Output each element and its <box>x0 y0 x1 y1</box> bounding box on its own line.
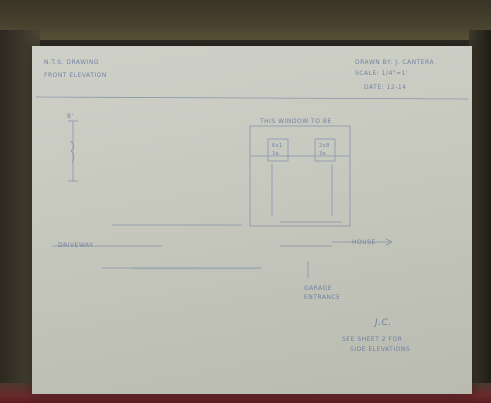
pane-left <box>267 138 289 162</box>
mid-note-2: ENTRANCE <box>304 294 341 301</box>
pane-right-label: 2x8 <box>319 143 330 149</box>
foot-note-1: SEE SHEET 2 FOR <box>342 336 403 343</box>
background-right <box>469 30 491 403</box>
pane-left-label: 6x1 <box>272 143 283 149</box>
pane-right-sublabel: 3a <box>319 151 327 157</box>
pane-left-sublabel: 3a <box>272 151 280 157</box>
paper-sheet: N.T.S. DRAWING FRONT ELEVATION DRAWN BY:… <box>32 46 472 394</box>
header-divider <box>35 96 469 100</box>
header-left-line1: N.T.S. DRAWING <box>44 59 100 66</box>
window-frame <box>249 125 351 227</box>
signature: J.C. <box>375 318 392 328</box>
header-right-date: DATE: 12-14 <box>364 84 407 91</box>
foot-note-2: SIDE ELEVATIONS <box>350 346 411 353</box>
scale-label: 8' <box>67 113 74 120</box>
scale-squiggle <box>69 140 75 163</box>
house-arrow-head-b <box>385 241 393 246</box>
left-note: DRIVEWAY <box>58 242 94 249</box>
background-top <box>0 0 491 40</box>
header-right-line2: SCALE: 1/4"=1' <box>355 70 409 77</box>
house-arrow-head-a <box>385 238 393 243</box>
right-note: HOUSE <box>352 239 376 246</box>
window-label: THIS WINDOW TO BE <box>260 118 332 125</box>
pane-right <box>314 138 336 162</box>
sketch-lines <box>35 96 469 278</box>
header-left-line2: FRONT ELEVATION <box>44 72 107 79</box>
mid-note-1: GARAGE <box>304 285 333 292</box>
header-right-line1: DRAWN BY: J. CANTERA <box>355 59 435 66</box>
